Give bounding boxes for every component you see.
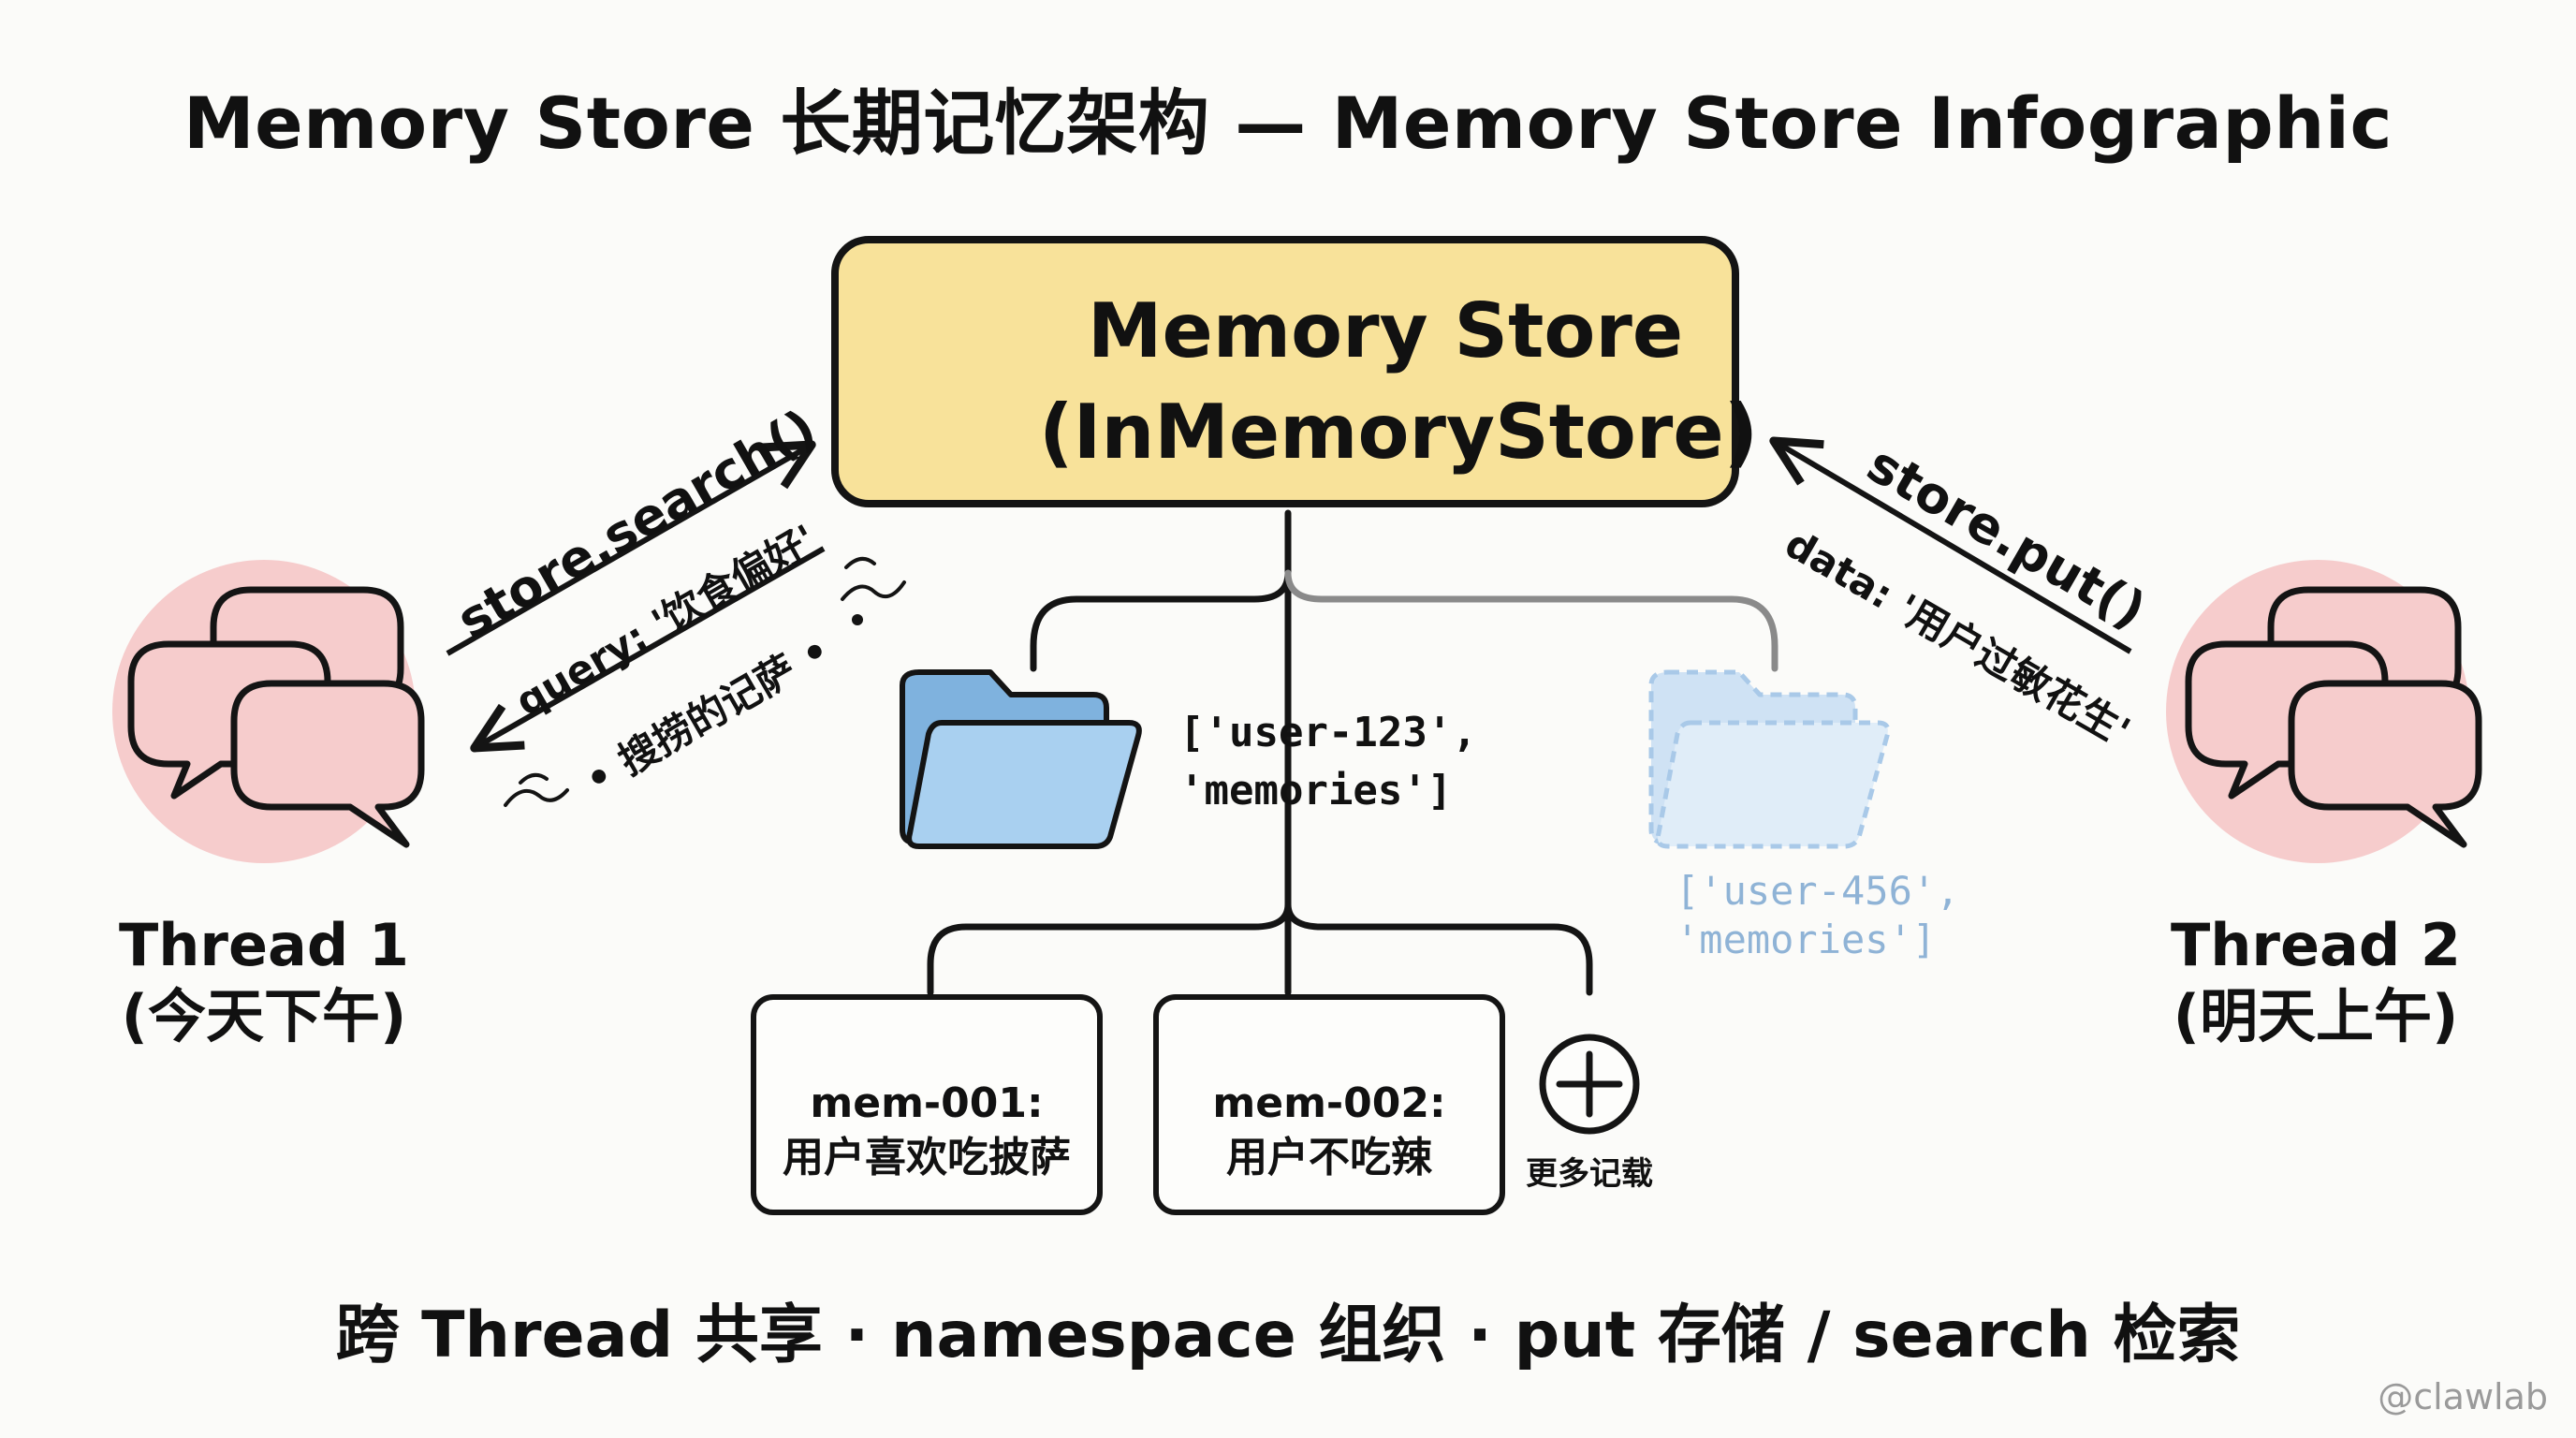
- memory-card: [751, 994, 1103, 1215]
- namespace-line-2: 'memories']: [1676, 917, 1937, 962]
- memory-store-name: Memory Store: [1087, 287, 1684, 374]
- chat-bubbles-icon: [127, 586, 425, 848]
- thread-1-name: Thread 1: [119, 911, 409, 979]
- dot-decoration: [852, 614, 863, 625]
- squiggle-decoration: [844, 556, 876, 569]
- namespace-line-2: 'memories']: [1179, 767, 1453, 814]
- plus-circle-icon: [1539, 1034, 1640, 1135]
- thread-2-label: Thread 2 (明天上午): [2119, 910, 2512, 1052]
- squiggle-decoration: [504, 788, 569, 807]
- memory-card-text: mem-001: 用户喜欢吃披萨: [751, 1077, 1103, 1185]
- memory-store-class: (InMemoryStore): [1039, 389, 1759, 476]
- squiggle-decoration: [519, 772, 549, 785]
- memory-id: mem-001:: [810, 1079, 1044, 1127]
- footer-summary: 跨 Thread 共享 · namespace 组织 · put 存储 / se…: [335, 1299, 2241, 1372]
- result-arrow: [470, 546, 826, 753]
- namespace-label-faded: ['user-456', 'memories']: [1676, 867, 1959, 964]
- thread-1-label: Thread 1 (今天下午): [67, 910, 461, 1052]
- memory-content: 用户喜欢吃披萨: [783, 1134, 1071, 1181]
- more-records-label: 更多记载: [1526, 1155, 1653, 1193]
- thread-1-time: (今天下午): [121, 982, 407, 1050]
- folder-icon: [900, 669, 1142, 849]
- memory-store-title: Memory Store (InMemoryStore): [1039, 281, 1759, 483]
- thread-2-time: (明天上午): [2173, 982, 2459, 1050]
- faded-folder-icon: [1648, 669, 1891, 849]
- memory-content: 用户不吃辣: [1226, 1134, 1432, 1181]
- namespace-tree: [1030, 509, 1778, 852]
- memory-tree: [927, 844, 1593, 996]
- memory-id: mem-002:: [1212, 1079, 1446, 1127]
- namespace-line-1: ['user-456',: [1676, 868, 1960, 914]
- memory-card-text: mem-002: 用户不吃辣: [1153, 1077, 1505, 1185]
- page-title: Memory Store 长期记忆架构 — Memory Store Infog…: [183, 81, 2393, 165]
- namespace-line-1: ['user-123',: [1179, 709, 1477, 756]
- memory-store-box: [831, 236, 1739, 507]
- search-arrow: [446, 440, 816, 656]
- watermark: @clawlab: [2378, 1376, 2548, 1417]
- squiggle-decoration: [841, 580, 906, 601]
- put-arrow: [1769, 436, 2132, 654]
- memory-card: [1153, 994, 1505, 1215]
- thread-2-name: Thread 2: [2171, 911, 2461, 979]
- namespace-label-active: ['user-123', 'memories']: [1179, 704, 1477, 820]
- chat-bubbles-icon: [2185, 586, 2482, 848]
